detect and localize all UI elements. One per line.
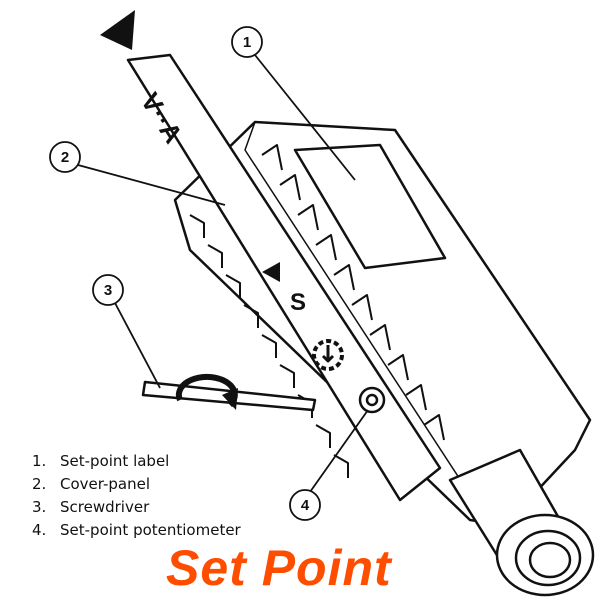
callout-3-label: 3 [104,282,112,299]
cooling-fins [189,144,445,478]
body-edge [244,121,481,511]
cover-panel [126,53,442,502]
arrow-down-icon [321,345,335,363]
page-title: Set Point [166,540,392,596]
legend-num: 3. [32,498,47,516]
gear-icon [312,339,344,371]
connector-cylinder [448,448,595,597]
legend: 1. Set-point label 2. Cover-panel 3. Screwd… [32,450,241,542]
legend-item: 2. Cover-panel [32,473,241,496]
callout-1 [231,26,263,58]
legend-num: 2. [32,475,47,493]
potentiometer-slot [365,393,379,407]
screwdriver [141,373,317,412]
legend-num: 1. [32,452,47,470]
legend-num: 4. [32,521,47,539]
set-point-label [293,143,447,270]
callout-3 [92,274,124,306]
strip-label-s: S [290,289,306,316]
callout-2-label: 2 [61,149,69,166]
potentiometer [358,386,386,414]
callout-4-label: 4 [301,497,310,514]
legend-text: Set-point label [60,452,170,470]
legend-text: Screwdriver [60,498,150,516]
legend-text: Cover-panel [60,475,150,493]
callout-1-label: 1 [243,34,251,51]
triangle-icon [262,262,280,282]
legend-item: 1. Set-point label [32,450,241,473]
callout-2 [49,141,81,173]
arrow-up-icon [100,10,135,50]
legend-item: 3. Screwdriver [32,496,241,519]
legend-item: 4. Set-point potentiometer [32,519,241,542]
callout-4 [289,489,321,521]
legend-text: Set-point potentiometer [60,521,241,539]
